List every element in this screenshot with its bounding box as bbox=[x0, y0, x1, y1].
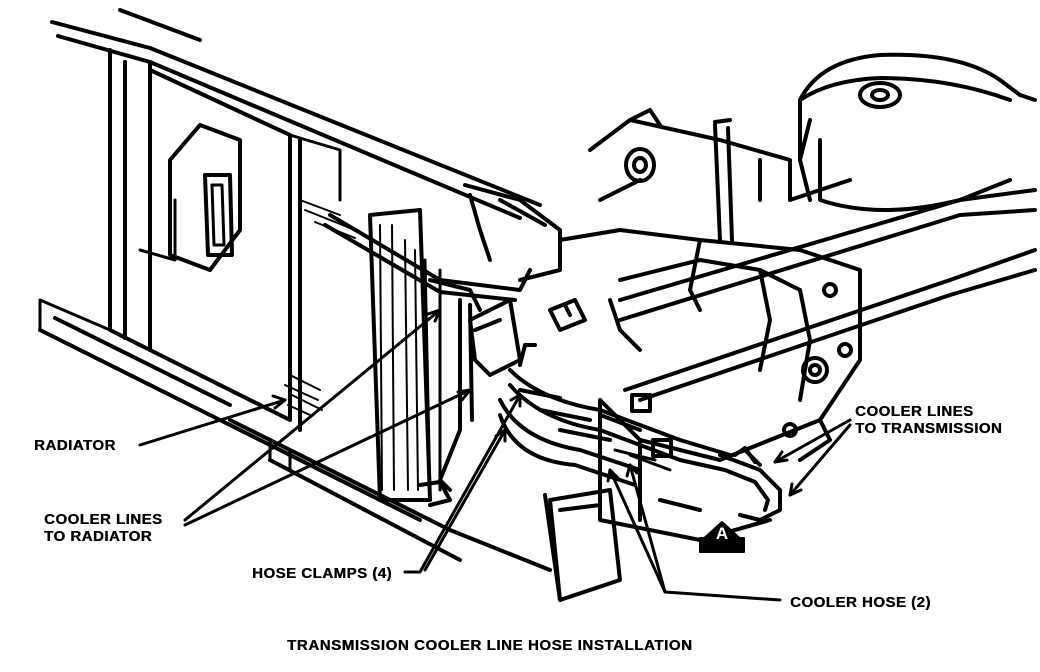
lower-deflector bbox=[543, 488, 622, 602]
figure-caption: TRANSMISSION COOLER LINE HOSE INSTALLATI… bbox=[287, 637, 693, 654]
radiator-core bbox=[284, 199, 442, 502]
transmission-body bbox=[558, 228, 862, 542]
label-cooler-lines-to-transmission-line2: TO TRANSMISSION bbox=[855, 420, 1003, 437]
leader-lines bbox=[138, 308, 852, 602]
label-cooler-lines-to-radiator-line1: COOLER LINES bbox=[44, 511, 163, 528]
label-cooler-hose: COOLER HOSE (2) bbox=[790, 594, 931, 611]
radiator-support bbox=[38, 8, 552, 572]
label-cooler-lines-to-radiator-line2: TO RADIATOR bbox=[44, 528, 153, 545]
cooler-lines-transmission bbox=[718, 446, 782, 522]
shroud-bracket bbox=[463, 183, 587, 377]
engine-block bbox=[588, 52, 1037, 402]
view-a-label: A bbox=[715, 524, 729, 543]
view-a-marker bbox=[699, 521, 745, 553]
label-cooler-lines-to-transmission-line1: COOLER LINES bbox=[855, 403, 974, 420]
label-radiator: RADIATOR bbox=[34, 437, 116, 454]
label-hose-clamps: HOSE CLAMPS (4) bbox=[252, 565, 393, 582]
